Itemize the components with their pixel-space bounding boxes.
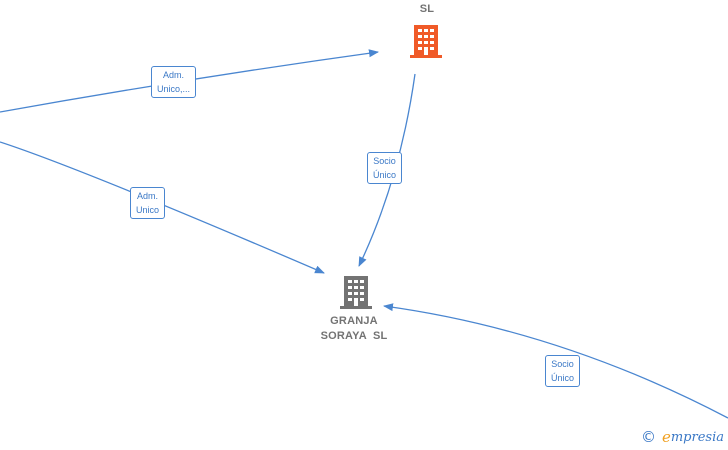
edge-label-top-to-main[interactable]: Socio Único	[367, 152, 403, 184]
edge-right-to-main	[383, 303, 728, 419]
edge-left-to-main	[0, 141, 325, 274]
building-icon[interactable]	[410, 23, 442, 59]
edge-label-right-to-main[interactable]: Socio Único	[545, 355, 581, 387]
main-company-label[interactable]: GRANJA SORAYA SL	[320, 315, 388, 342]
edge-label-left-to-main[interactable]: Adm. Unico	[130, 187, 166, 219]
edge-label-to-top[interactable]: Adm. Unico,...	[151, 66, 197, 98]
top-company-label[interactable]: SL	[419, 3, 435, 15]
empresia-logo: © e mpresia	[640, 428, 724, 446]
building-icon[interactable]	[340, 274, 372, 310]
copyright-icon: ©	[640, 428, 656, 446]
